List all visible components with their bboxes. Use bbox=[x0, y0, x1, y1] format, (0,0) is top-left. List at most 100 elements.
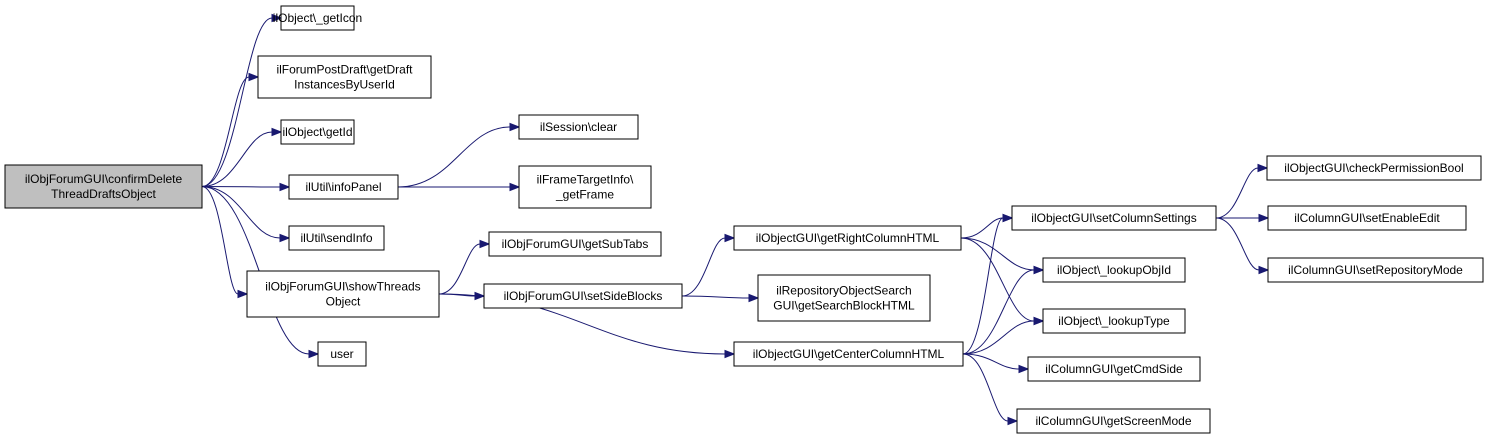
node-box bbox=[757, 274, 931, 322]
node-lookupObjId[interactable]: ilObject\_lookupObjId bbox=[1042, 257, 1186, 283]
edge-line bbox=[962, 353, 1020, 370]
node-box bbox=[280, 119, 355, 145]
node-setRepositoryMode[interactable]: ilColumnGUI\setRepositoryMode bbox=[1267, 257, 1484, 283]
edge-root-to-user bbox=[201, 186, 320, 359]
node-label: ilObjectGUI\checkPermissionBool bbox=[1284, 161, 1463, 175]
edge-line bbox=[438, 243, 481, 295]
node-getIcon[interactable]: ilObject\_getIcon bbox=[273, 5, 362, 31]
node-label: ilObjForumGUI\setSideBlocks bbox=[504, 289, 663, 303]
node-label: ilColumnGUI\setRepositoryMode bbox=[1288, 263, 1463, 277]
node-label: ilForumPostDraft\getDraft bbox=[276, 63, 413, 77]
node-label: ilColumnGUI\setEnableEdit bbox=[1294, 211, 1440, 225]
node-label: ilObjForumGUI\getSubTabs bbox=[502, 237, 649, 251]
edge-arrowhead bbox=[271, 13, 283, 23]
node-getId[interactable]: ilObject\getId bbox=[280, 119, 355, 145]
node-box bbox=[1266, 155, 1482, 181]
edge-setColumnSettings-to-checkPermission bbox=[1215, 163, 1269, 219]
edge-line bbox=[201, 186, 239, 295]
node-getCenter[interactable]: ilObjectGUI\getCenterColumnHTML bbox=[733, 341, 964, 367]
edge-arrowhead bbox=[724, 349, 736, 359]
node-setSideBlocks[interactable]: ilObjForumGUI\setSideBlocks bbox=[483, 283, 683, 309]
node-box bbox=[518, 165, 652, 209]
node-lookupType[interactable]: ilObject\_lookupType bbox=[1042, 308, 1186, 334]
node-label: ilObject\_getIcon bbox=[273, 11, 362, 25]
edge-line bbox=[1215, 167, 1259, 219]
node-box bbox=[733, 225, 962, 251]
node-user[interactable]: user bbox=[317, 341, 367, 367]
node-getSubTabs[interactable]: ilObjForumGUI\getSubTabs bbox=[488, 231, 662, 257]
edge-infoPanel-to-getFrame bbox=[397, 182, 521, 192]
node-getScreenMode[interactable]: ilColumnGUI\getScreenMode bbox=[1016, 408, 1211, 434]
edge-arrowhead bbox=[279, 233, 291, 243]
node-label: ilFrameTargetInfo\ bbox=[537, 173, 634, 187]
node-box bbox=[733, 341, 964, 367]
node-label: ThreadDraftsObject bbox=[51, 187, 156, 201]
edge-setColumnSettings-to-setRepositoryMode bbox=[1215, 217, 1270, 275]
edge-setSideBlocks-to-searchBlock bbox=[681, 293, 760, 303]
node-box bbox=[1016, 408, 1211, 434]
node-label: ilRepositoryObjectSearch bbox=[776, 284, 911, 298]
edge-arrowhead bbox=[479, 239, 491, 249]
edge-arrowhead bbox=[1007, 416, 1019, 426]
node-label: ilObject\_lookupObjId bbox=[1057, 263, 1171, 277]
edge-root-to-getId bbox=[201, 127, 283, 187]
edge-arrowhead bbox=[509, 182, 521, 192]
edge-line bbox=[960, 237, 1035, 271]
node-checkPermission[interactable]: ilObjectGUI\checkPermissionBool bbox=[1266, 155, 1482, 181]
edge-line bbox=[681, 237, 726, 297]
node-label: ilObject\getId bbox=[282, 125, 352, 139]
edge-arrowhead bbox=[1033, 265, 1045, 275]
edge-line bbox=[962, 217, 1004, 355]
edge-arrowhead bbox=[271, 127, 283, 137]
node-label: GUI\getSearchBlockHTML bbox=[773, 299, 915, 313]
node-getRight[interactable]: ilObjectGUI\getRightColumnHTML bbox=[733, 225, 962, 251]
node-sessionClear[interactable]: ilSession\clear bbox=[518, 114, 639, 140]
node-setColumnSettings[interactable]: ilObjectGUI\setColumnSettings bbox=[1011, 205, 1217, 231]
edge-arrowhead bbox=[1258, 265, 1270, 275]
edge-arrowhead bbox=[248, 72, 260, 82]
edge-line bbox=[962, 269, 1035, 355]
edge-line bbox=[960, 237, 1035, 322]
edge-root-to-getDraft bbox=[201, 72, 260, 187]
edge-line bbox=[960, 217, 1004, 239]
node-setEnableEdit[interactable]: ilColumnGUI\setEnableEdit bbox=[1267, 205, 1467, 231]
edge-arrowhead bbox=[1257, 163, 1269, 173]
node-label: InstancesByUserId bbox=[294, 78, 395, 92]
edge-getCenter-to-getScreenMode bbox=[962, 353, 1019, 426]
edge-line bbox=[201, 186, 281, 188]
node-getCmdSide[interactable]: ilColumnGUI\getCmdSide bbox=[1027, 356, 1201, 382]
edge-root-to-getIcon bbox=[201, 13, 283, 187]
edge-arrowhead bbox=[279, 182, 291, 192]
edge-arrowhead bbox=[724, 233, 736, 243]
edge-setSideBlocks-to-getRight bbox=[681, 233, 736, 297]
node-box bbox=[518, 114, 639, 140]
node-box bbox=[288, 225, 385, 251]
node-getDraft[interactable]: ilForumPostDraft\getDraftInstancesByUser… bbox=[257, 55, 432, 99]
node-label: Object bbox=[326, 295, 361, 309]
edge-line bbox=[201, 131, 273, 187]
edge-root-to-showThreads bbox=[201, 186, 249, 299]
node-box bbox=[280, 5, 355, 31]
edge-line bbox=[962, 353, 1009, 422]
node-searchBlock[interactable]: ilRepositoryObjectSearchGUI\getSearchBlo… bbox=[757, 274, 931, 322]
node-box bbox=[1042, 308, 1186, 334]
node-root[interactable]: ilObjForumGUI\confirmDeleteThreadDraftsO… bbox=[4, 164, 203, 209]
node-label: ilObjForumGUI\showThreads bbox=[265, 280, 420, 294]
node-infoPanel[interactable]: ilUtil\infoPanel bbox=[288, 174, 399, 200]
node-box bbox=[1027, 356, 1201, 382]
node-getFrame[interactable]: ilFrameTargetInfo\_getFrame bbox=[518, 165, 652, 209]
edge-arrowhead bbox=[308, 349, 320, 359]
node-box bbox=[1267, 257, 1484, 283]
edge-root-to-infoPanel bbox=[201, 182, 291, 192]
edge-getCenter-to-lookupType bbox=[962, 316, 1045, 355]
edge-infoPanel-to-sessionClear bbox=[397, 122, 521, 188]
edge-arrowhead bbox=[509, 122, 521, 132]
node-label: user bbox=[330, 347, 353, 361]
edge-line bbox=[681, 295, 750, 299]
node-box bbox=[1267, 205, 1467, 231]
edge-setColumnSettings-to-setEnableEdit bbox=[1216, 213, 1270, 223]
node-sendInfo[interactable]: ilUtil\sendInfo bbox=[288, 225, 385, 251]
node-box bbox=[483, 283, 683, 309]
